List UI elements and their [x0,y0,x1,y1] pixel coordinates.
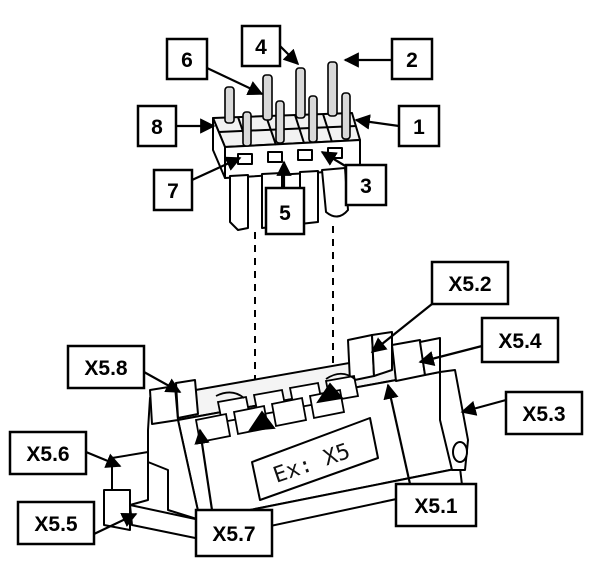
socket-label-x5-3: X5.3 [522,403,565,426]
pin-callout-2: 2 [343,37,434,81]
socket-callout-x5-3: X5.3 [460,390,584,436]
pin-number-3: 3 [360,175,372,198]
socket-label-x5-4: X5.4 [498,330,542,353]
socket-callouts: X5.1 X5.2 X5.3 X5.4 X5.5 X5.6 [8,260,584,558]
pin-callout-8: 8 [136,104,216,148]
pin-number-8: 8 [151,116,163,139]
socket-callout-x5-6: X5.6 [8,430,122,476]
pin-number-7: 7 [167,180,179,203]
pin-number-6: 6 [181,49,193,72]
socket-callout-x5-8: X5.8 [66,344,182,393]
pin-callout-6: 6 [165,37,264,96]
pin-callout-7: 7 [152,156,242,212]
socket-callout-x5-1: X5.1 [383,383,478,528]
pin-number-2: 2 [406,49,418,72]
socket-label-x5-5: X5.5 [34,513,78,536]
socket-label-x5-8: X5.8 [84,357,128,380]
pin-number-1: 1 [413,116,425,139]
socket-label-x5-1: X5.1 [414,495,458,518]
pin-callouts: 1 2 3 4 5 6 7 [136,24,441,236]
pin-callout-4: 4 [240,24,300,68]
socket-callout-x5-4: X5.4 [418,316,560,366]
socket-label-x5-7: X5.7 [212,523,255,546]
socket-cavities [194,372,360,444]
socket-callout-x5-5: X5.5 [16,500,138,546]
socket-label-x5-2: X5.2 [448,273,491,296]
pin-callout-3: 3 [320,151,388,207]
pin-number-5: 5 [279,202,291,225]
pin-number-4: 4 [255,36,267,59]
socket-callout-x5-2: X5.2 [370,260,510,353]
pin-callout-5: 5 [264,160,306,236]
socket-callout-x5-7: X5.7 [194,428,274,558]
plug-pins [224,61,351,147]
alignment-guides [254,226,334,385]
socket-label-x5-6: X5.6 [26,443,69,466]
pin-callout-1: 1 [354,104,441,148]
